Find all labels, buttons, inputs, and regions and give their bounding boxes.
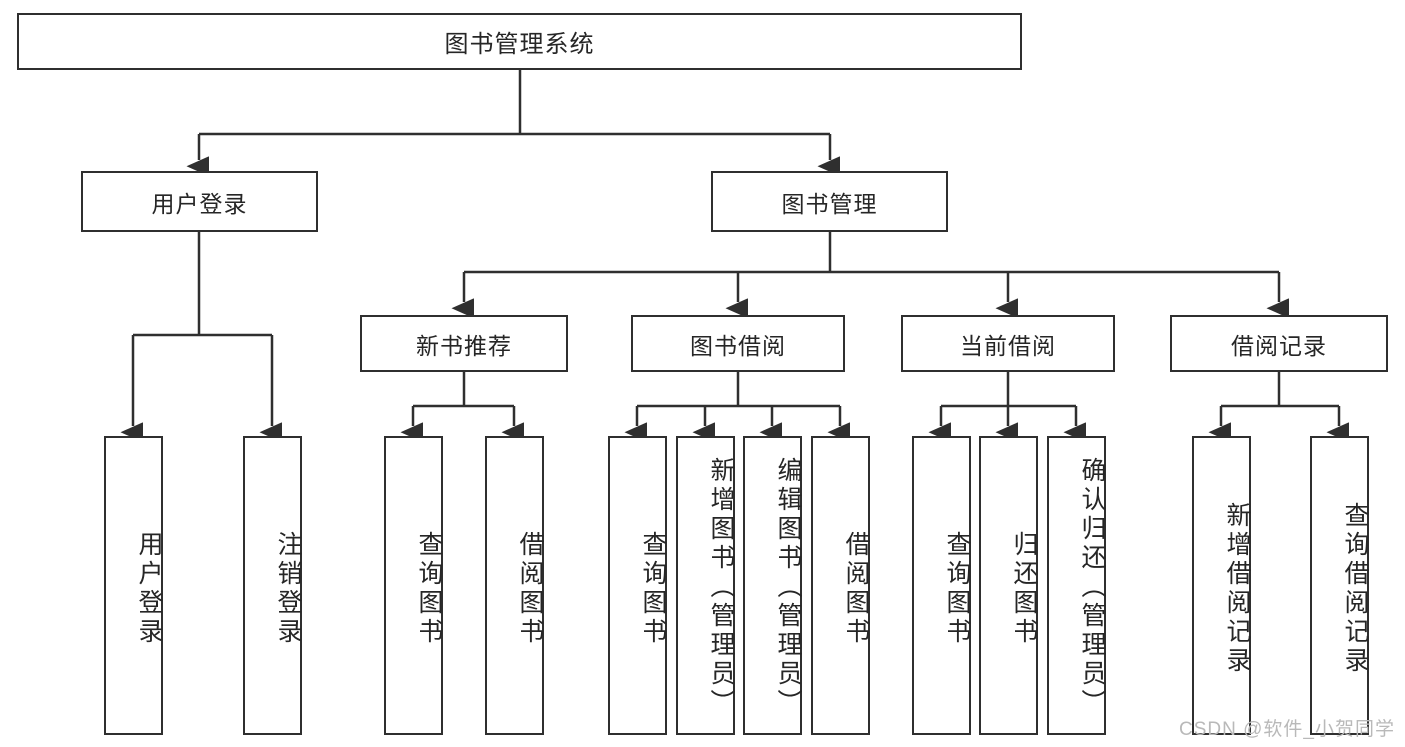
node-leaf-confirm-return-admin[interactable]: 确认归还（管理员） — [1047, 436, 1106, 735]
node-label: 借阅图书 — [516, 530, 544, 647]
node-label: 借阅图书 — [842, 530, 870, 647]
node-label: 编辑图书（管理员） — [774, 457, 802, 718]
node-label: 用户登录 — [135, 530, 163, 647]
node-label: 查询图书 — [943, 530, 971, 647]
node-label: 图书借阅 — [690, 332, 786, 359]
node-label: 归还图书 — [1010, 530, 1038, 647]
node-label: 新增借阅记录 — [1223, 501, 1251, 676]
node-label: 新增图书（管理员） — [707, 457, 735, 718]
node-label: 注销登录 — [274, 530, 302, 647]
node-leaf-query-borrow-record[interactable]: 查询借阅记录 — [1310, 436, 1369, 735]
node-leaf-add-book-admin[interactable]: 新增图书（管理员） — [676, 436, 735, 735]
node-label: 借阅记录 — [1231, 332, 1327, 359]
node-borrow-record[interactable]: 借阅记录 — [1170, 315, 1388, 372]
node-root-system[interactable]: 图书管理系统 — [17, 13, 1022, 70]
node-label: 查询借阅记录 — [1341, 501, 1369, 676]
node-leaf-borrow-query-book[interactable]: 查询图书 — [608, 436, 667, 735]
node-label: 图书管理系统 — [444, 31, 595, 58]
node-leaf-return-book[interactable]: 归还图书 — [979, 436, 1038, 735]
node-leaf-recommend-query-book[interactable]: 查询图书 — [384, 436, 443, 735]
node-leaf-user-login[interactable]: 用户登录 — [104, 436, 163, 735]
node-leaf-edit-book-admin[interactable]: 编辑图书（管理员） — [743, 436, 802, 735]
node-book-borrow[interactable]: 图书借阅 — [631, 315, 845, 372]
node-new-book-recommend[interactable]: 新书推荐 — [360, 315, 568, 372]
node-user-login[interactable]: 用户登录 — [81, 171, 318, 232]
node-label: 用户登录 — [151, 190, 248, 217]
node-label: 查询图书 — [639, 530, 667, 647]
node-leaf-recommend-borrow-book[interactable]: 借阅图书 — [485, 436, 544, 735]
node-leaf-borrow-book[interactable]: 借阅图书 — [811, 436, 870, 735]
node-label: 查询图书 — [415, 530, 443, 647]
node-leaf-user-logout[interactable]: 注销登录 — [243, 436, 302, 735]
node-label: 图书管理 — [781, 190, 878, 217]
node-label: 确认归还（管理员） — [1078, 457, 1106, 718]
node-book-management[interactable]: 图书管理 — [711, 171, 948, 232]
node-current-borrow[interactable]: 当前借阅 — [901, 315, 1115, 372]
node-label: 当前借阅 — [960, 332, 1056, 359]
node-label: 新书推荐 — [416, 332, 512, 359]
node-leaf-current-query-book[interactable]: 查询图书 — [912, 436, 971, 735]
node-leaf-add-borrow-record[interactable]: 新增借阅记录 — [1192, 436, 1251, 735]
